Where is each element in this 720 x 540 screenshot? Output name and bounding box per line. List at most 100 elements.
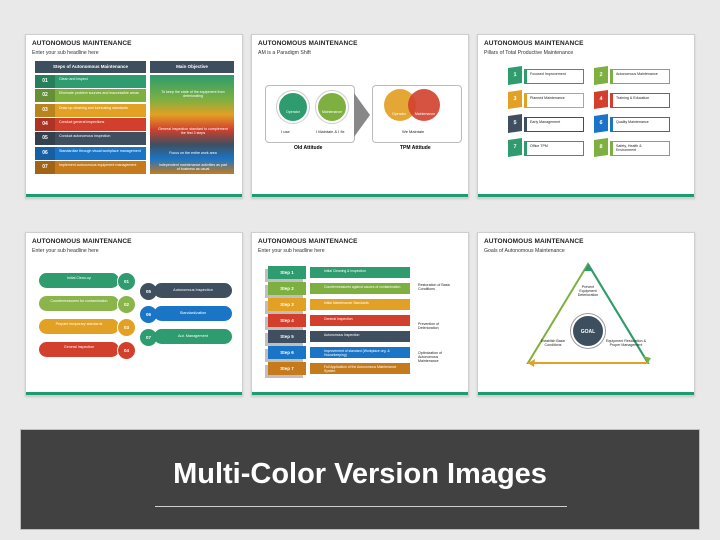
step-number-circle: 04	[117, 341, 136, 360]
step-block: Step 4	[268, 314, 306, 327]
pillar-text: Safety, Health & Environment	[616, 144, 642, 153]
pillar-text: Autonomous Maintenance	[616, 72, 658, 76]
step-block: Step 3	[268, 298, 306, 311]
objective-3: Focus on the entire work area	[169, 151, 217, 155]
step-bar: Autonomous Inspection	[310, 331, 410, 342]
step-pill: Initial Clean-up	[39, 273, 119, 288]
arrow-icon	[354, 93, 370, 137]
step-number: 01	[123, 279, 129, 284]
pillar-text: Training & Education	[616, 96, 650, 100]
pillar-number: 6	[599, 119, 603, 127]
step-text: Improvement of standard (Workplace org. …	[324, 348, 390, 357]
step-pill: Prepare temporary standards	[39, 319, 119, 334]
banner: Multi-Color Version Images	[20, 429, 700, 530]
step-block: Step 5	[268, 330, 306, 343]
steps-header: Steps of Autonomous Maintenance	[35, 61, 146, 73]
step-number: 05	[145, 289, 151, 294]
pillar-text: Focused Improvement	[530, 72, 566, 76]
step-text: Draw up cleaning and lubricating standar…	[59, 105, 128, 110]
pillar-bar: Planned Maintenance	[524, 93, 584, 108]
pillar-number: 8	[599, 143, 603, 151]
banner-title: Multi-Color Version Images	[173, 458, 547, 490]
objective-4: Independent maintenance activities as pa…	[158, 163, 228, 171]
step-text: Standardize through visual workplace man…	[59, 148, 141, 153]
group-label-2: Prevention of Deterioration	[418, 322, 440, 330]
pillar-number: 4	[599, 95, 603, 103]
objective-header: Main Objective	[150, 61, 234, 73]
step-number: 03	[35, 103, 55, 117]
slide-title: AUTONOMOUS MAINTENANCE	[32, 238, 132, 245]
step-number: 05	[35, 132, 55, 146]
step-text: Standardization	[179, 311, 207, 315]
step-text: Clean and inspect	[59, 77, 88, 81]
step-text: General Inspection	[324, 316, 353, 321]
pillar-text: Office TPM	[530, 144, 548, 148]
slide-title: AUTONOMOUS MAINTENANCE	[258, 40, 358, 47]
step-text: Conduct general inspections	[59, 119, 105, 124]
objective-2: General inspection standard to complemen…	[158, 127, 228, 135]
tpm-attitude-box	[372, 85, 462, 143]
step-label: Step 4	[280, 318, 294, 323]
pillar-badge: 4	[594, 90, 608, 109]
slide-2-thumbnail[interactable]: AUTONOMOUS MAINTENANCE AM is a Paradigm …	[251, 34, 469, 198]
slide-subtitle: Enter your sub headline here	[32, 50, 99, 56]
step-label: Step 1	[280, 270, 294, 275]
step-number-circle: 01	[117, 272, 136, 291]
goal-top-label: Prevent Equipment Deterioration	[577, 285, 599, 297]
step-text: Initial Cleaning & Inspection	[324, 268, 366, 273]
pillar-badge: 8	[594, 138, 608, 157]
slide-1-thumbnail[interactable]: AUTONOMOUS MAINTENANCE Enter your sub he…	[25, 34, 243, 198]
objective-gradient	[150, 75, 234, 174]
step-text: Aut. Management	[178, 334, 208, 338]
slide-3-thumbnail[interactable]: AUTONOMOUS MAINTENANCE Pillars of Total …	[477, 34, 695, 198]
group-label-1: Restoration of Basic Conditions	[418, 283, 451, 291]
maintenance-circle	[408, 89, 440, 121]
pillar-badge: 7	[508, 138, 522, 157]
step-number: 06	[145, 312, 151, 317]
slide-4-thumbnail[interactable]: AUTONOMOUS MAINTENANCE Enter your sub he…	[25, 232, 243, 396]
pillar-badge: 5	[508, 114, 522, 133]
step-bar: Initial Cleaning & Inspection	[310, 267, 410, 278]
step-block: Step 7	[268, 362, 306, 375]
step-number: 02	[35, 89, 55, 103]
goal-left-label: Establish Basic Conditions	[540, 339, 566, 347]
pillar-number: 1	[513, 71, 517, 79]
step-bar: Improvement of standard (Workplace org. …	[310, 347, 410, 358]
pillar-number: 2	[599, 71, 603, 79]
step-text: Eliminate problem sources and inaccessib…	[59, 91, 139, 96]
step-number-circle: 06	[139, 305, 158, 324]
step-number: 04	[35, 117, 55, 131]
step-text: Countermeasures against causes of contam…	[324, 284, 401, 289]
goal-triangle	[526, 262, 651, 367]
step-pill: Aut. Management	[154, 329, 232, 344]
step-number: 06	[35, 146, 55, 160]
pillar-bar: Early Management	[524, 117, 584, 132]
step-row: 01 Clean and inspect	[35, 75, 146, 88]
slide-title: AUTONOMOUS MAINTENANCE	[484, 238, 584, 245]
step-text: Autonomous Inspection	[173, 288, 213, 292]
step-text: General Inspection	[63, 345, 95, 349]
objective-1: To keep the state of the equipment from …	[161, 90, 225, 98]
pillar-number: 5	[513, 119, 517, 127]
step-pill: Countermeasures for contamination	[39, 296, 119, 311]
pillar-bar: Focused Improvement	[524, 69, 584, 84]
step-number: 03	[123, 325, 129, 330]
step-text: Conduct autonomous inspection	[59, 134, 111, 139]
step-number: 02	[123, 302, 129, 307]
step-text: Countermeasures for contamination	[50, 299, 108, 303]
pillar-badge: 3	[508, 90, 522, 109]
step-label: Step 2	[280, 286, 294, 291]
slide-subtitle: Enter your sub headline here	[258, 248, 325, 254]
group-label-3: Optimization of Autonomous Maintenance	[418, 351, 442, 363]
step-number: 07	[145, 335, 151, 340]
step-row: 04 Conduct general inspections	[35, 117, 146, 131]
step-number: 01	[35, 75, 55, 88]
goal-right-label: Equipment Restoration & Proper Managemen…	[606, 339, 646, 347]
step-text: Autonomous Inspection	[324, 332, 360, 337]
slide-subtitle: Enter your sub headline here	[32, 248, 99, 254]
slide-subtitle: Pillars of Total Productive Maintenance	[484, 50, 574, 56]
pillar-bar: Safety, Health & Environment	[610, 141, 670, 156]
slide-5-thumbnail[interactable]: AUTONOMOUS MAINTENANCE Enter your sub he…	[251, 232, 469, 396]
slide-6-thumbnail[interactable]: AUTONOMOUS MAINTENANCE Goals of Autonomo…	[477, 232, 695, 396]
step-label: Step 7	[280, 366, 294, 371]
